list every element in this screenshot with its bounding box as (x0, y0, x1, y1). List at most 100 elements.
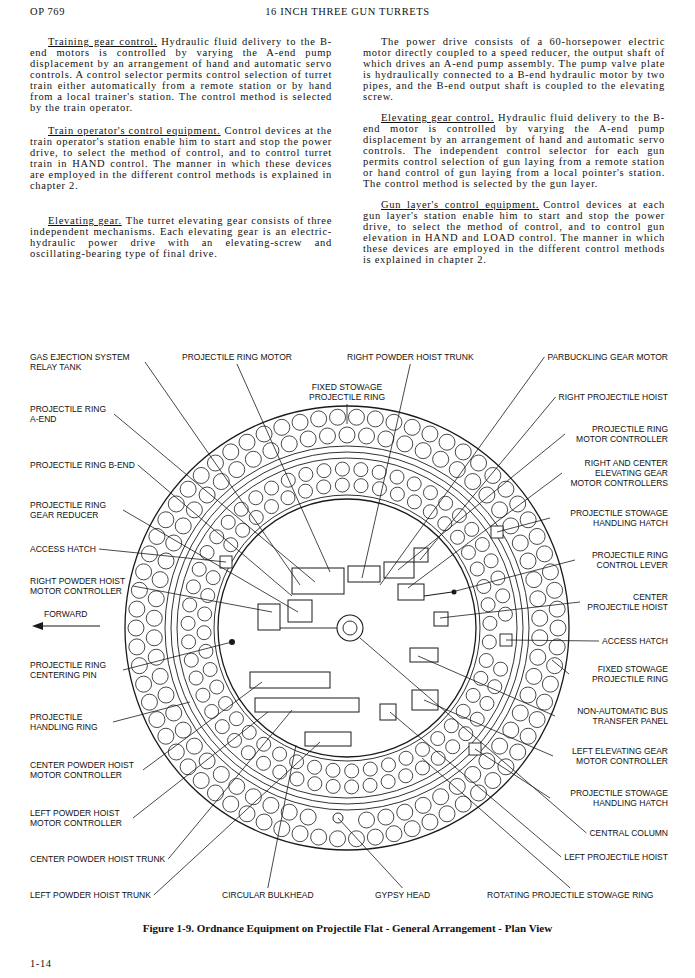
projectile-slot (484, 554, 498, 568)
projectile-slot (433, 789, 449, 805)
direction-label: FORWARD (44, 609, 87, 619)
forward-arrow (40, 625, 100, 626)
leader-line (475, 749, 550, 798)
projectile-slot (407, 495, 421, 509)
leader-line (360, 638, 586, 833)
projectile-slot (479, 487, 495, 503)
leader-group (99, 357, 599, 895)
projectile-slot (264, 500, 278, 514)
projectile-slot (158, 512, 174, 528)
projectile-slot (196, 688, 210, 702)
callout-label: RIGHT POWDER HOIST MOTOR CONTROLLER (30, 576, 130, 596)
projectile-slot (465, 522, 479, 536)
callout-label: PROJECTILE RING CENTERING PIN (30, 660, 120, 680)
projectile-slot (141, 694, 157, 710)
projectile-slot (390, 470, 404, 484)
projectile-slot (335, 462, 349, 476)
projectile-slot (378, 809, 394, 825)
equipment-box (288, 600, 312, 622)
projectile-slot (407, 477, 421, 491)
projectile-slot (199, 644, 213, 658)
projectile-slot (197, 626, 211, 640)
projectile-slot (186, 502, 202, 518)
projectile-slot (148, 591, 164, 607)
projectile-slot (451, 530, 465, 544)
projectile-slot (485, 773, 501, 789)
projectile-slot (549, 639, 565, 655)
projectile-slot (265, 481, 279, 495)
callout-label: GYPSY HEAD (375, 890, 430, 900)
projectile-slot (503, 518, 519, 534)
projectile-slot (189, 671, 203, 685)
projectile-slot (192, 562, 206, 576)
projectile-slot (359, 812, 375, 828)
projectile-slot (317, 464, 331, 478)
paragraph: Elevating gear control.Hydraulic fluid d… (363, 112, 665, 189)
leader-line (506, 640, 599, 641)
projectile-slot (234, 502, 248, 516)
leader-line (338, 818, 403, 888)
projectile-slot (330, 409, 346, 425)
body-text: The power drive consists of a 60-horsepo… (363, 36, 665, 102)
page-number: 1-14 (30, 958, 52, 970)
projectile-slot (326, 779, 340, 793)
projectile-slot (480, 696, 494, 710)
leader-line (452, 560, 575, 592)
callout-label: PROJECTILE STOWAGE HANDLING HATCH (553, 508, 668, 528)
ring-outline (171, 452, 523, 804)
leader-line (440, 602, 580, 618)
callout-label: PROJECTILE RING B-END (30, 460, 135, 470)
projectile-slot (223, 444, 239, 460)
run-in-heading: Training gear control. (48, 36, 157, 47)
projectile-slot (300, 809, 316, 825)
projectile-slot (466, 688, 480, 702)
projectile-slot (203, 663, 217, 677)
projectile-slot (290, 772, 304, 786)
run-in-heading: Elevating gear. (48, 215, 122, 226)
projectile-slot (281, 436, 297, 452)
projectile-slot (317, 480, 331, 494)
projectile-slot (485, 467, 501, 483)
projectile-slot (292, 414, 308, 430)
leader-line (408, 473, 562, 588)
projectile-slot (382, 758, 396, 772)
projectile-slot (210, 680, 224, 694)
projectile-slot (335, 478, 349, 492)
projectile-slot (378, 431, 394, 447)
projectile-slot (404, 419, 420, 435)
equipment-box (255, 698, 359, 712)
projectile-slot (146, 630, 162, 646)
projectile-slot (530, 591, 546, 607)
paragraph: Elevating gear.The turret elevating gear… (30, 215, 332, 259)
central-column-symbol (343, 621, 357, 635)
projectile-slot (470, 562, 484, 576)
projectile-slot (339, 427, 355, 443)
projectile-slot (498, 481, 514, 497)
leader-line (123, 642, 232, 670)
callout-label: LEFT POWDER HOIST MOTOR CONTROLLER (30, 808, 130, 828)
projectile-slot (363, 762, 377, 776)
paragraph: Training gear control.Hydraulic fluid de… (30, 36, 332, 113)
projectile-slot (431, 751, 445, 765)
projectile-slot (439, 434, 455, 450)
projectile-slot (273, 765, 287, 779)
projectile-slot (455, 444, 471, 460)
projectile-slot (354, 463, 368, 477)
projectile-slot (512, 705, 528, 721)
projectile-slot (526, 572, 542, 588)
callout-label: CENTER PROJECTILE HOIST (583, 592, 668, 612)
projectile-slot (547, 582, 563, 598)
projectile-slot (439, 496, 453, 510)
projectile-slot (245, 789, 261, 805)
projectile-slot (292, 826, 308, 842)
callout-label: NON-AUTOMATIC BUS TRANSFER PANEL (558, 706, 668, 726)
leader-line (422, 758, 570, 888)
projectile-slot (399, 751, 413, 765)
projectile-slot (207, 785, 223, 801)
projectile-slot (183, 598, 197, 612)
projectile-slot (547, 658, 563, 674)
projectile-slot (510, 744, 526, 760)
projectile-slot (520, 553, 536, 569)
projectile-slot (481, 598, 495, 612)
leader-line (143, 682, 262, 770)
